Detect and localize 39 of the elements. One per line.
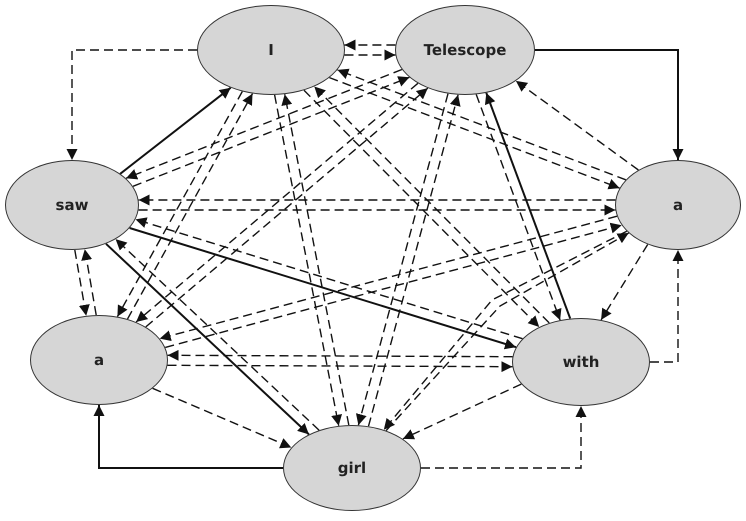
dashed-arrow	[132, 76, 410, 187]
dashed-arrow	[274, 94, 342, 426]
dashed-arrow	[650, 250, 684, 363]
word-label: a	[94, 351, 104, 369]
arrow	[535, 49, 684, 160]
dashed-arrow	[168, 361, 512, 372]
dashed-arrow	[344, 40, 396, 50]
dashed-arrow	[66, 49, 197, 160]
dashed-arrow	[356, 94, 449, 426]
dashed-arrow	[126, 68, 402, 180]
word-label: girl	[338, 459, 366, 477]
dashed-arrow	[600, 244, 648, 320]
arrow	[94, 405, 283, 469]
dashed-arrow	[135, 217, 523, 340]
arrow	[484, 92, 572, 319]
word-label: a	[672, 196, 684, 214]
dashed-arrow	[81, 249, 97, 316]
dashed-arrow	[74, 250, 90, 316]
word-label: saw	[56, 196, 88, 214]
dashed-arrow	[421, 406, 586, 469]
dashed-arrow	[116, 91, 243, 317]
word-label: Telescope	[424, 41, 506, 59]
arrow	[129, 227, 516, 350]
dashed-arrow	[344, 50, 396, 60]
dashed-arrow	[402, 383, 522, 440]
dashed-arrow	[476, 94, 562, 320]
dashed-arrow	[337, 68, 626, 180]
dashed-arrow	[281, 94, 350, 426]
dashed-arrow	[126, 93, 254, 320]
arrow	[120, 86, 232, 175]
dashed-arrow	[368, 94, 461, 426]
dashed-arrow	[138, 204, 616, 216]
word-label: with	[562, 353, 600, 371]
dashed-arrow	[138, 194, 616, 206]
word-label: I	[268, 41, 274, 59]
dashed-arrow	[329, 76, 620, 190]
dashed-arrow	[152, 388, 292, 448]
dashed-arrow	[515, 80, 639, 171]
dashed-arrow	[168, 350, 512, 361]
